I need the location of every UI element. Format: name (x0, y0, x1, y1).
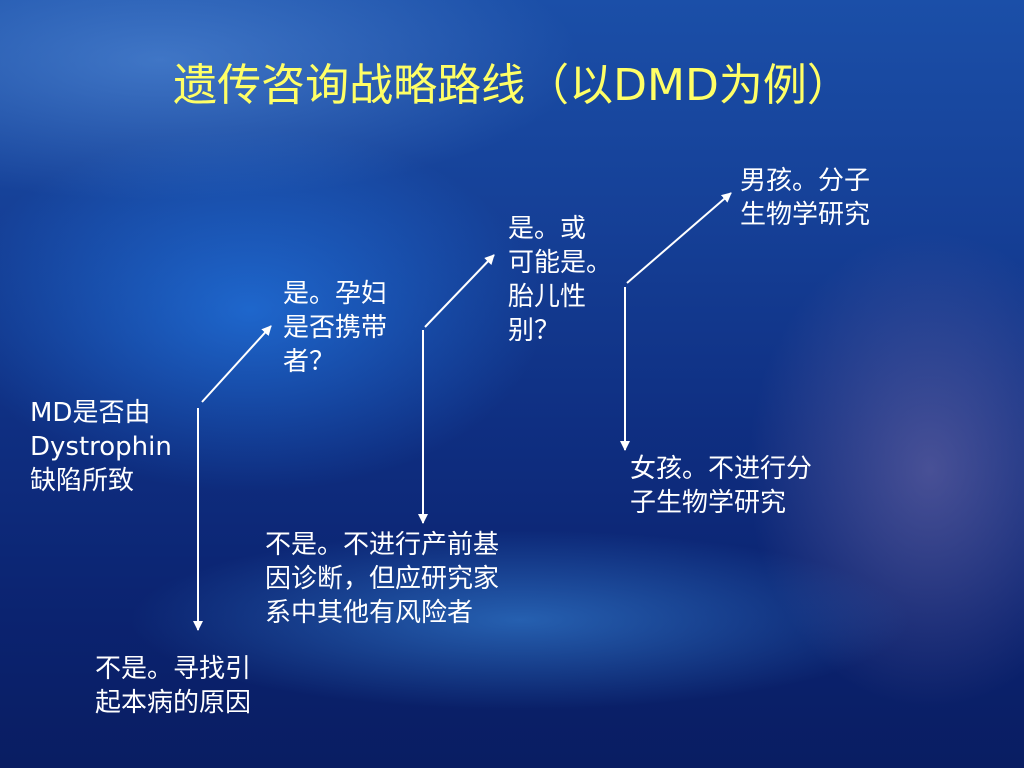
node-not-dystrophin: 不是。寻找引 起本病的原因 (95, 654, 252, 718)
node-boy: 男孩。分子 生物学研究 (740, 166, 871, 230)
node-not-carrier: 不是。不进行产前基 因诊断，但应研究家 系中其他有风险者 (265, 530, 500, 628)
arrow-carrier-to-fetal-sex (424, 254, 495, 328)
arrow-fetal-sex-to-boy (626, 192, 732, 284)
arrow-root-to-carrier (201, 325, 272, 403)
node-carrier-question: 是。孕妇 是否携带 者？ (283, 279, 388, 377)
node-girl: 女孩。不进行分 子生物学研究 (630, 454, 813, 518)
node-root-question: MD是否由 Dystrophin 缺陷所致 (30, 398, 172, 496)
node-fetal-sex: 是。或 可能是。 胎儿性 别？ (508, 214, 613, 346)
slide-title: 遗传咨询战略路线（以DMD为例） (173, 60, 851, 111)
